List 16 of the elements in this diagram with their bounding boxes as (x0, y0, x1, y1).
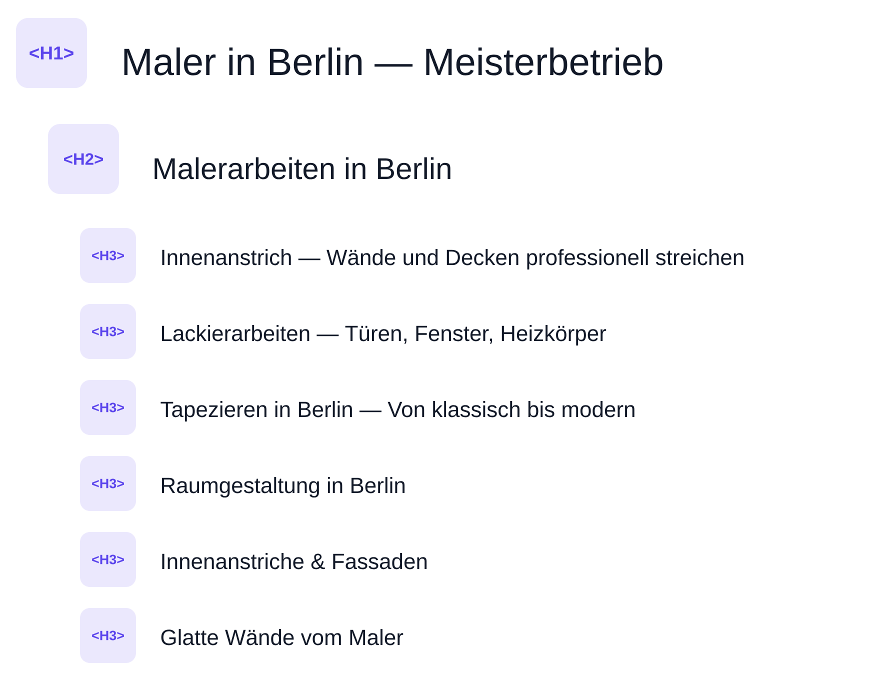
heading-text: Innenanstrich — Wände und Decken professionell streichen (162, 249, 744, 270)
tag-badge: <H3> (80, 456, 136, 511)
tag-badge: <H3> (80, 228, 136, 283)
tag-badge: <H3> (80, 380, 136, 435)
heading-text: Tapezieren in Berlin — Von klassisch bis modern (160, 401, 634, 422)
tag-badge: <H3> (80, 304, 136, 359)
heading-text: Maler in Berlin — Meisterbetrieb (124, 47, 662, 76)
heading-text: Glatte Wände vom Maler (161, 629, 404, 646)
heading-text: Malerarbeiten in Berlin (154, 157, 450, 180)
tag-badge: <H2> (48, 124, 119, 194)
tag-badge: <H3> (80, 532, 136, 587)
heading-text: Innenanstriche & Fassaden (162, 553, 427, 570)
tag-badge: <H3> (80, 608, 136, 663)
tag-badge: <H1> (16, 18, 87, 88)
heading-text: Raumgestaltung in Berlin (162, 477, 405, 498)
heading-text: Lackierarbeiten — Türen, Fenster, Heizkörper (162, 325, 606, 346)
